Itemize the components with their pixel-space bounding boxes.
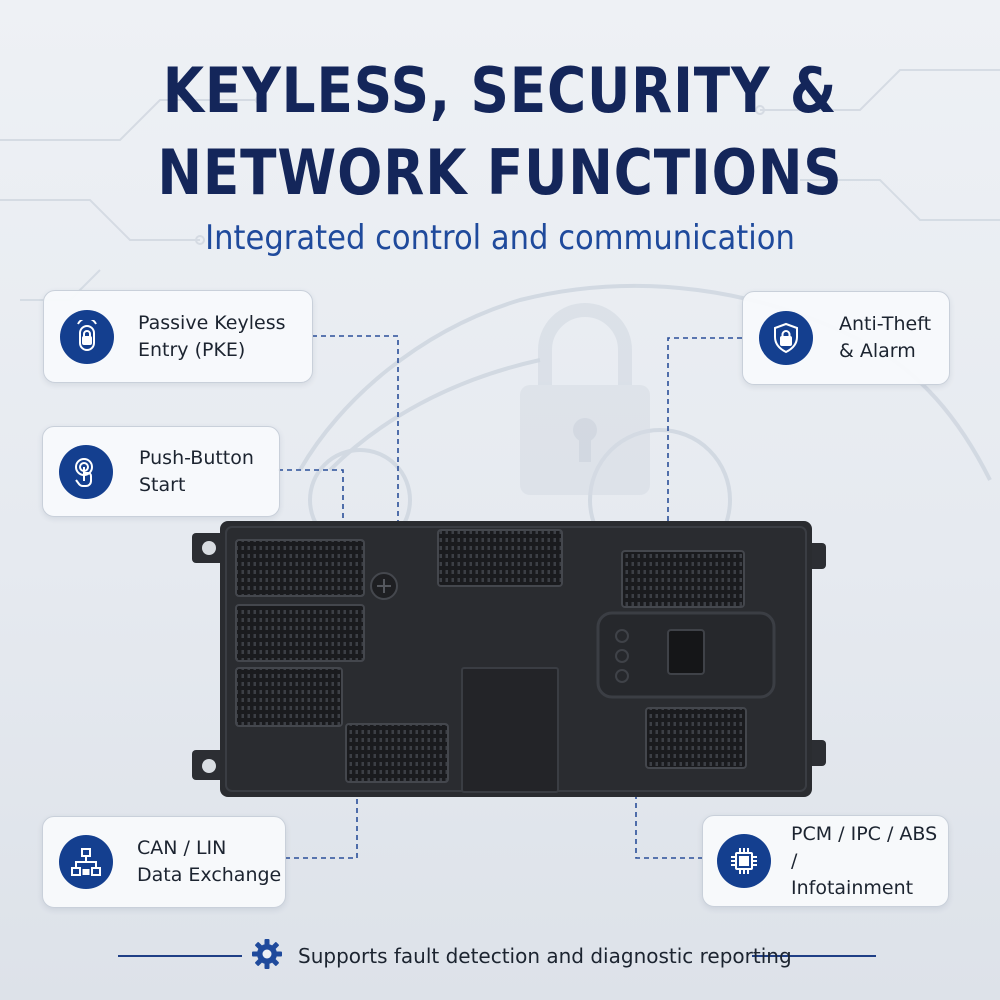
footer-text: Supports fault detection and diagnostic … <box>298 944 792 968</box>
modules-label-line-2: Infotainment <box>791 876 914 899</box>
feature-card-modules: PCM / IPC / ABS / Infotainment <box>702 815 949 907</box>
footer-rule-left <box>118 955 242 957</box>
padlock-watermark <box>520 303 650 495</box>
chip-icon <box>717 834 771 888</box>
page-title-line-2: NETWORK FUNCTIONS <box>157 136 843 209</box>
page-subtitle: Integrated control and communication <box>205 218 795 258</box>
feature-card-can-lin: CAN / LIN Data Exchange <box>42 816 286 908</box>
push-start-label-line-2: Start <box>139 473 186 496</box>
network-tree-icon <box>59 835 113 889</box>
push-start-label-line-1: Push-Button <box>139 446 254 469</box>
feature-card-anti-theft: Anti-Theft & Alarm <box>742 291 950 385</box>
feature-card-pke: Passive Keyless Entry (PKE) <box>43 290 313 383</box>
feature-card-push-button-start: Push-Button Start <box>42 426 280 517</box>
gear-icon <box>250 937 284 976</box>
anti-theft-label-line-1: Anti-Theft <box>839 313 932 335</box>
touch-press-icon <box>59 444 113 499</box>
page-title-line-1: KEYLESS, SECURITY & <box>162 54 838 127</box>
keyfob-lock-icon <box>60 309 114 364</box>
pke-label-line-1: Passive Keyless <box>138 311 286 334</box>
anti-theft-label-line-2: & Alarm <box>839 340 916 362</box>
footer-rule-right <box>752 955 876 957</box>
can-lin-label-line-2: Data Exchange <box>137 864 282 886</box>
footer-note: Supports fault detection and diagnostic … <box>250 936 792 976</box>
shield-lock-icon <box>759 311 813 365</box>
can-lin-label-line-1: CAN / LIN <box>137 837 227 859</box>
pke-label-line-2: Entry (PKE) <box>138 338 246 361</box>
connector-housings <box>235 529 747 783</box>
modules-label-line-1: PCM / IPC / ABS / <box>791 822 938 872</box>
